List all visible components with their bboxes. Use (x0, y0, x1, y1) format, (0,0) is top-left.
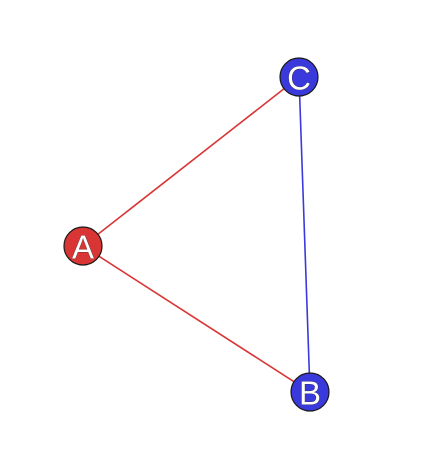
graph-edges (82, 76, 311, 393)
graph-nodes: A B C (63, 57, 330, 412)
edge-c-b (298, 76, 311, 393)
edge-a-b (82, 245, 311, 393)
node-b-label: B (299, 375, 321, 412)
node-b-circle (290, 372, 330, 412)
node-a-label: A (72, 229, 94, 266)
node-a[interactable]: A (63, 226, 103, 266)
node-c[interactable]: C (279, 57, 319, 97)
node-a-circle (63, 226, 103, 266)
node-c-circle (279, 57, 319, 97)
node-c-label: C (287, 60, 311, 97)
edge-a-c (82, 76, 300, 247)
node-b[interactable]: B (290, 372, 330, 412)
